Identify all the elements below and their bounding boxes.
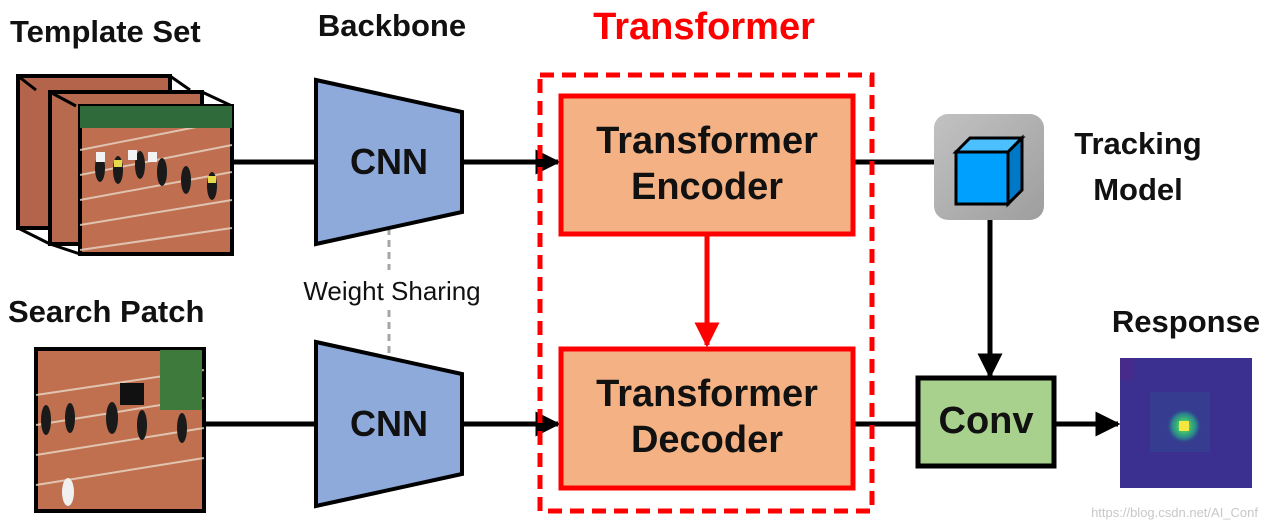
transformer-decoder-box bbox=[558, 346, 856, 491]
response-heatmap bbox=[1120, 358, 1252, 488]
frame-connector bbox=[49, 242, 81, 256]
backbone-label: Backbone bbox=[317, 8, 467, 43]
frame-connector bbox=[17, 226, 51, 246]
cnn-top-text: CNN bbox=[350, 141, 428, 183]
watermark-text: https://blog.csdn.net/AI_Conf bbox=[1091, 505, 1258, 520]
tracking-model-label-line2: Model bbox=[1093, 172, 1183, 207]
transformer-label: Transformer bbox=[593, 6, 815, 48]
search-patch-label: Search Patch bbox=[8, 294, 205, 329]
response-label: Response bbox=[1111, 304, 1261, 339]
cnn-block-bottom bbox=[314, 339, 464, 509]
conv-box bbox=[915, 375, 1057, 469]
weight-sharing-label: Weight Sharing bbox=[303, 276, 481, 306]
conv-text: Conv bbox=[938, 400, 1034, 443]
encoder-text-line1: Transformer bbox=[596, 120, 818, 163]
tracking-model-cube-icon bbox=[934, 114, 1044, 220]
template-set-stack bbox=[16, 74, 234, 256]
cnn-block-top bbox=[314, 77, 464, 247]
decoder-text: Transformer Decoder bbox=[561, 357, 853, 479]
transformer-encoder-box bbox=[558, 93, 856, 237]
decoder-text-line1: Transformer bbox=[596, 373, 818, 416]
decoder-text-line2: Decoder bbox=[630, 419, 784, 461]
cnn-bottom-text: CNN bbox=[350, 403, 428, 445]
template-frame-front bbox=[78, 104, 234, 256]
transformer-container bbox=[537, 72, 875, 514]
encoder-text: Transformer Encoder bbox=[561, 104, 853, 226]
encoder-text-line2: Encoder bbox=[630, 166, 784, 208]
tracking-model-label-line1: Tracking bbox=[1074, 126, 1202, 161]
template-set-label: Template Set bbox=[10, 14, 201, 49]
search-patch-image bbox=[34, 347, 206, 513]
